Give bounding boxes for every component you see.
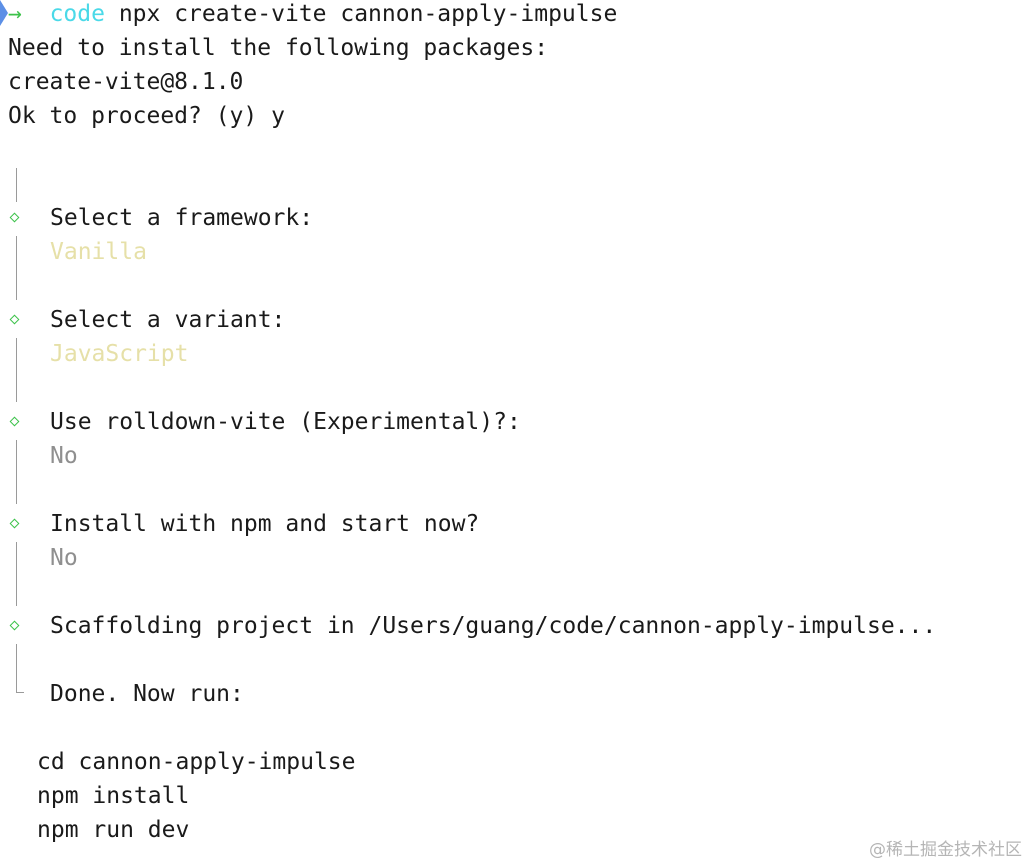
- prompt-directory: code: [49, 1, 105, 27]
- step-connector: [16, 542, 17, 606]
- done-message: Done. Now run:: [50, 681, 244, 707]
- step-question: Use rolldown-vite (Experimental)?:: [50, 409, 521, 435]
- prompt-arrow-icon: →: [8, 1, 22, 27]
- step-diamond-icon: [9, 314, 20, 325]
- scaffolding-message: Scaffolding project in /Users/guang/code…: [50, 613, 937, 639]
- step-answer: JavaScript: [50, 341, 189, 367]
- proceed-prompt: Ok to proceed? (y) y: [8, 103, 285, 129]
- prompt-line: → code npx create-vite cannon-apply-impu…: [8, 0, 617, 31]
- watermark: @稀土掘金技术社区: [869, 840, 1022, 860]
- tree-end-corner-icon: [16, 678, 24, 693]
- step-diamond-icon: [9, 212, 20, 223]
- next-command: cd cannon-apply-impulse: [37, 749, 356, 775]
- step-diamond-icon: [9, 620, 20, 631]
- package-name: create-vite@8.1.0: [8, 69, 244, 95]
- next-command: npm install: [37, 783, 190, 809]
- step-connector: [16, 644, 17, 678]
- step-connector: [16, 168, 17, 202]
- step-question: Select a framework:: [50, 205, 314, 231]
- step-question: Select a variant:: [50, 307, 286, 333]
- step-question: Install with npm and start now?: [50, 511, 480, 537]
- prompt-segment-icon: [0, 0, 8, 26]
- step-answer: Vanilla: [50, 239, 147, 265]
- prompt-command: npx create-vite cannon-apply-impulse: [118, 1, 618, 27]
- step-connector: [16, 338, 17, 402]
- next-command: npm run dev: [37, 817, 190, 843]
- step-diamond-icon: [9, 518, 20, 529]
- install-notice: Need to install the following packages:: [8, 35, 549, 61]
- step-diamond-icon: [9, 416, 20, 427]
- step-connector: [16, 236, 17, 300]
- step-connector: [16, 440, 17, 504]
- step-answer: No: [50, 545, 78, 571]
- step-answer: No: [50, 443, 78, 469]
